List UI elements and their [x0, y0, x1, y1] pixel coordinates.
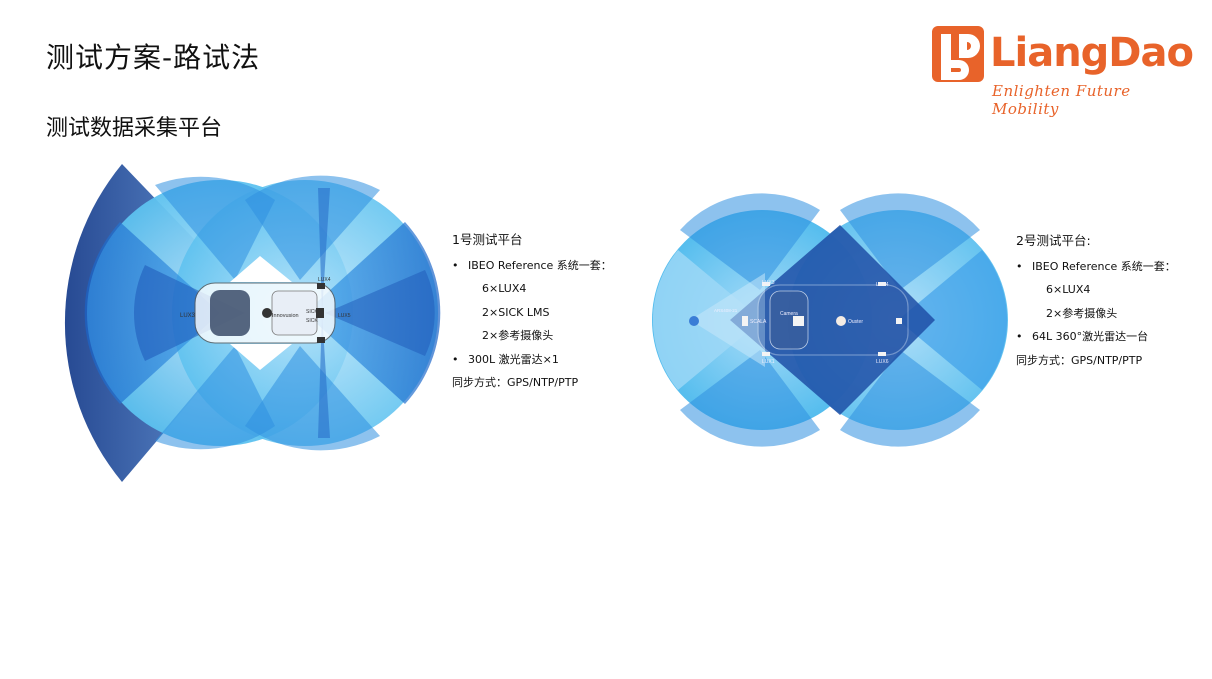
label-lux4-2: LUX4	[876, 282, 889, 288]
platform1-item: 2×SICK LMS	[452, 301, 612, 325]
platform2-item-text: 2×参考摄像头	[1046, 306, 1118, 320]
label-lux3-2: LUX3	[762, 280, 775, 286]
label-ars-2: ARS408-21	[714, 308, 738, 313]
vehicle-top-view	[194, 282, 336, 344]
logo-wordmark: LiangDao	[990, 30, 1194, 76]
platform1-item-text: 同步方式：GPS/NTP/PTP	[452, 376, 579, 389]
label-lux5: LUX5	[338, 313, 351, 319]
label-lux1-2: LUX1	[762, 359, 775, 365]
platform2-item-text: IBEO Reference 系统一套：	[1032, 259, 1176, 273]
bullet-icon: •	[452, 352, 459, 366]
platform2-item: 6×LUX4	[1016, 278, 1176, 302]
platform1-item-text: IBEO Reference 系统一套：	[468, 258, 612, 272]
sensor-wedge-top-left-2	[680, 193, 820, 290]
label-scala-2: SCALA	[750, 319, 767, 325]
sensor-wedge-top-right-2	[840, 193, 980, 290]
platform2-item-text: 同步方式：GPS/NTP/PTP	[1016, 353, 1143, 367]
platform2-coverage-diagram: LUX3 LUX4 LUX1 LUX6 Camera Ouster SCALA …	[652, 193, 1008, 447]
platform1-item-text: 2×SICK LMS	[482, 305, 550, 319]
platform2-item: • 64L 360°激光雷达一台	[1016, 325, 1176, 349]
radar-zone-left	[690, 273, 765, 367]
bullet-icon: •	[1016, 259, 1023, 273]
platform1-item: 6×LUX4	[452, 277, 612, 301]
liangdao-logo-icon	[932, 26, 984, 82]
platform1-item-text: 2×参考摄像头	[482, 329, 554, 342]
platform1-heading: 1号测试平台	[452, 232, 523, 247]
platform2-item: 2×参考摄像头	[1016, 302, 1176, 326]
sensor-wedge-right-inner	[325, 270, 435, 356]
platform2-info: 2号测试平台: • IBEO Reference 系统一套： 6×LUX4 2×参考摄…	[1016, 229, 1176, 372]
label-sick-1: SICK	[306, 309, 318, 315]
platform1-item-text: 6×LUX4	[482, 282, 527, 295]
platform1-item-text: 300L 激光雷达×1	[468, 352, 559, 366]
platform1-item: • 300L 激光雷达×1	[452, 348, 612, 372]
label-ouster-2: Ouster	[848, 319, 863, 325]
platform2-item: 同步方式：GPS/NTP/PTP	[1016, 349, 1176, 373]
page-subtitle: 测试数据采集平台	[46, 116, 223, 141]
platform2-item-text: 6×LUX4	[1046, 283, 1091, 296]
label-innovusion: Innovusion	[272, 313, 299, 319]
platform1-item: 2×参考摄像头	[452, 324, 612, 348]
sensor-wedge-right-2	[898, 250, 1008, 390]
sensor-wedge-top-right	[245, 175, 380, 280]
platform1-item: 同步方式：GPS/NTP/PTP	[452, 371, 612, 395]
blind-zone-top	[230, 256, 292, 282]
bullet-icon: •	[452, 258, 459, 272]
platform1-coverage-diagram: LUX3 Innovusion LUX4 SICK SICK LUX5	[64, 164, 441, 482]
vehicle-top-view-2	[689, 282, 909, 356]
lidar-360-zone	[730, 225, 935, 415]
logo-tagline: Enlighten Future Mobility	[992, 82, 1131, 118]
label-lux6-2: LUX6	[876, 359, 889, 365]
platform1-info: 1号测试平台 • IBEO Reference 系统一套： 6×LUX4 2×SICK…	[452, 228, 612, 395]
label-lux4: LUX4	[318, 277, 331, 283]
blind-zone-bottom	[230, 344, 292, 370]
platform2-heading: 2号测试平台:	[1016, 233, 1091, 248]
sick-sector-bottom	[318, 313, 330, 438]
sensor-wedge-bottom-left-2	[680, 350, 820, 447]
label-camera-2: Camera	[780, 311, 798, 317]
sensor-wedge-top-left	[155, 176, 275, 280]
label-sick-2: SICK	[306, 318, 318, 324]
sick-sector	[318, 188, 330, 313]
label-lux3: LUX3	[180, 313, 196, 319]
sensor-wedge-left-inner	[133, 265, 245, 361]
platform2-item-text: 64L 360°激光雷达一台	[1032, 330, 1149, 343]
sensor-wedge-bottom-left	[155, 346, 275, 450]
sensor-wedge-bottom-right-2	[840, 350, 980, 447]
page-title: 测试方案-路试法	[46, 41, 261, 74]
company-logo: LiangDao Enlighten Future Mobility	[932, 24, 1194, 118]
sensor-wedge-bottom-right	[245, 346, 380, 451]
platform1-item: • IBEO Reference 系统一套：	[452, 254, 612, 278]
platform2-item: • IBEO Reference 系统一套：	[1016, 255, 1176, 279]
bullet-icon: •	[1016, 330, 1023, 343]
